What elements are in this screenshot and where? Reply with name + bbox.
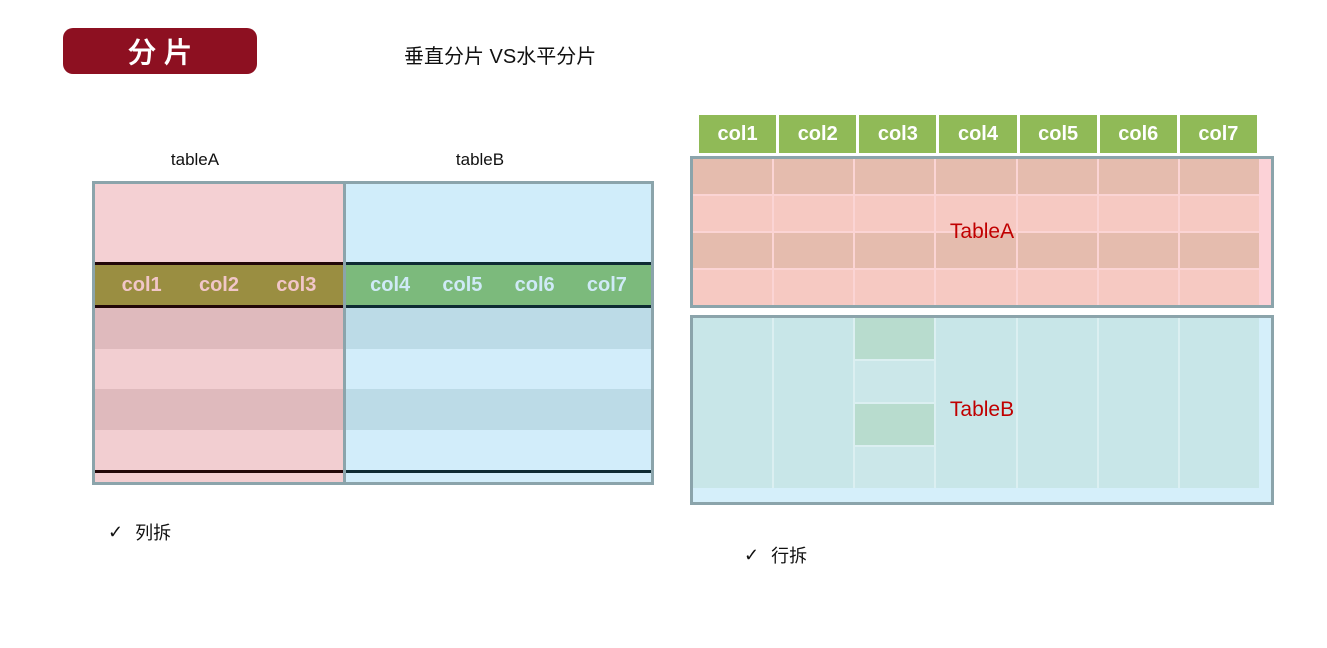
table-column [1017, 318, 1097, 488]
table-a-grid [693, 159, 1259, 305]
table-row-stripe [346, 348, 651, 389]
horizontal-column-header: col1 col2 col3 col4 col5 col6 col7 [699, 115, 1257, 153]
table-cell [1179, 196, 1259, 231]
horizontal-table-a-box: TableA [690, 156, 1274, 308]
table-cell [855, 233, 935, 268]
horizontal-table-b-box: TableB [690, 315, 1274, 505]
table-column [936, 318, 1016, 488]
column-header-cell: col5 [1019, 115, 1097, 153]
table-cell [855, 270, 935, 305]
table-cell [936, 270, 1016, 305]
column-header-cell: col1 [699, 115, 777, 153]
column-header-cell: col6 [514, 273, 555, 296]
table-b-top-band [346, 184, 651, 262]
column-header-cell: col2 [779, 115, 857, 153]
table-cell [693, 233, 773, 268]
caption-label: 行拆 [771, 546, 808, 566]
table-row-stripe [346, 308, 651, 349]
table-b-column-header: col4 col5 col6 col7 [346, 265, 651, 305]
table-a-label: tableA [170, 150, 220, 169]
table-cell [774, 270, 854, 305]
table-cell [693, 159, 773, 194]
column-header-cell: col3 [859, 115, 937, 153]
table-cell [936, 196, 1016, 231]
column-header-cell: col3 [276, 273, 317, 296]
table-cell [855, 159, 935, 194]
table-cell [1098, 196, 1178, 231]
table-cell [936, 159, 1016, 194]
separator-line [346, 470, 651, 473]
table-row-stripe [346, 429, 651, 470]
table-cell [1098, 270, 1178, 305]
table-cell [774, 196, 854, 231]
table-cell [1017, 233, 1097, 268]
column-header-cell: col7 [586, 273, 627, 296]
horizontal-sharding-caption: ✓ 行拆 [744, 542, 807, 568]
vertical-table-a-half: col1 col2 col3 [95, 184, 343, 482]
table-split-divider [343, 184, 346, 482]
table-cell [1017, 270, 1097, 305]
table-cell [936, 233, 1016, 268]
separator-line [95, 262, 343, 265]
separator-line [346, 262, 651, 265]
table-row-stripe [346, 389, 651, 430]
table-row-stripe [95, 389, 343, 430]
column-header-cell: col2 [198, 273, 239, 296]
table-column [1098, 318, 1178, 488]
table-a-column-header: col1 col2 col3 [95, 265, 343, 305]
table-row-stripe [95, 308, 343, 349]
table-cell [1098, 233, 1178, 268]
table-cell [774, 233, 854, 268]
vertical-table-b-half: col4 col5 col6 col7 [346, 184, 651, 482]
table-end-strip [346, 473, 651, 482]
table-cell [1098, 159, 1178, 194]
table-cell [774, 159, 854, 194]
separator-line [95, 470, 343, 473]
table-column [774, 318, 854, 488]
table-column-split [855, 318, 935, 488]
table-cell [855, 196, 935, 231]
table-b-grid [693, 318, 1259, 488]
table-row-stripe [95, 429, 343, 470]
table-cell [855, 447, 935, 488]
column-header-cell: col7 [1179, 115, 1257, 153]
table-cell [1017, 196, 1097, 231]
table-a-top-band [95, 184, 343, 262]
table-cell [855, 318, 935, 359]
table-row-stripe [95, 348, 343, 389]
column-header-cell: col1 [121, 273, 162, 296]
table-cell [693, 270, 773, 305]
table-cell [1179, 233, 1259, 268]
table-cell [855, 404, 935, 445]
table-column [1179, 318, 1259, 488]
table-cell [855, 361, 935, 402]
column-header-cell: col4 [939, 115, 1017, 153]
sharding-badge: 分片 [63, 28, 257, 74]
table-column [693, 318, 773, 488]
slide-heading: 垂直分片 VS水平分片 [404, 46, 597, 68]
table-cell [693, 196, 773, 231]
column-header-cell: col5 [442, 273, 483, 296]
check-icon: ✓ [108, 521, 124, 542]
caption-label: 列拆 [135, 523, 172, 543]
column-header-cell: col4 [370, 273, 411, 296]
table-cell [1179, 270, 1259, 305]
separator-line [95, 305, 343, 308]
check-icon: ✓ [744, 544, 760, 565]
table-b-label: tableB [455, 150, 505, 169]
column-header-cell: col6 [1099, 115, 1177, 153]
table-end-strip [95, 473, 343, 482]
table-cell [1179, 159, 1259, 194]
table-cell [1017, 159, 1097, 194]
vertical-sharding-caption: ✓ 列拆 [108, 519, 171, 545]
vertical-sharding-diagram: col1 col2 col3 col4 col5 col6 col7 [92, 181, 654, 485]
separator-line [346, 305, 651, 308]
